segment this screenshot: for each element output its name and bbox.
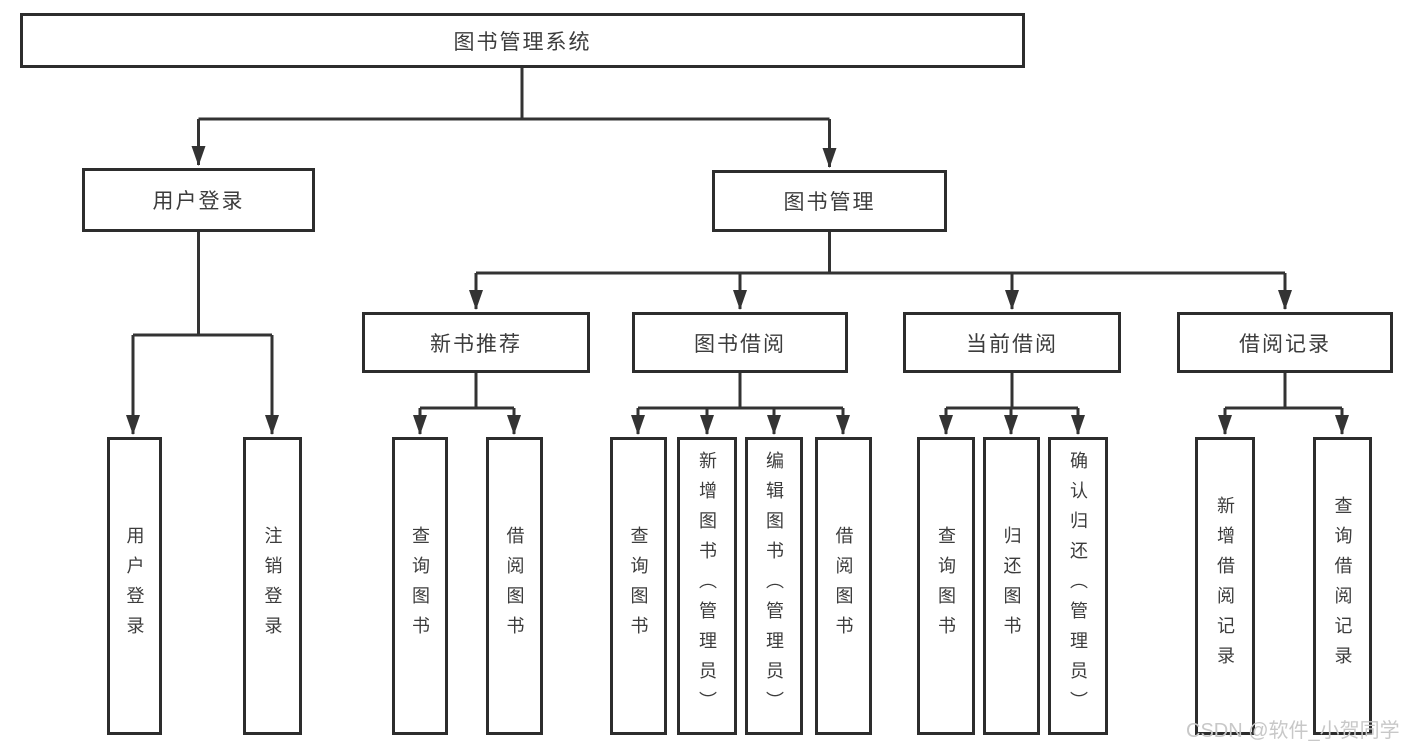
node-leaf-borrow-add-book: 新增图书（管理员） [677, 437, 737, 735]
node-leaf-record-add-record: 新增借阅记录 [1195, 437, 1255, 735]
node-leaf-borrow-query-book: 查询图书 [610, 437, 667, 735]
node-leaf-record-query-record: 查询借阅记录 [1313, 437, 1372, 735]
node-leaf-recommend-query-book: 查询图书 [392, 437, 448, 735]
node-book-management: 图书管理 [712, 170, 947, 232]
node-leaf-borrow-edit-book: 编辑图书（管理员） [745, 437, 803, 735]
node-leaf-current-return-book: 归还图书 [983, 437, 1040, 735]
node-leaf-login: 用户登录 [107, 437, 162, 735]
node-new-book-recommend: 新书推荐 [362, 312, 590, 373]
node-leaf-current-confirm-return: 确认归还（管理员） [1048, 437, 1108, 735]
node-leaf-recommend-borrow-book: 借阅图书 [486, 437, 543, 735]
node-leaf-logout: 注销登录 [243, 437, 302, 735]
node-user-login: 用户登录 [82, 168, 315, 232]
node-current-borrow: 当前借阅 [903, 312, 1121, 373]
node-borrow-record: 借阅记录 [1177, 312, 1393, 373]
watermark: CSDN @软件_小贺同学 [1186, 720, 1400, 742]
node-book-borrow: 图书借阅 [632, 312, 848, 373]
node-leaf-borrow-borrow-book: 借阅图书 [815, 437, 872, 735]
node-root-title: 图书管理系统 [20, 13, 1025, 68]
node-leaf-current-query-book: 查询图书 [917, 437, 975, 735]
